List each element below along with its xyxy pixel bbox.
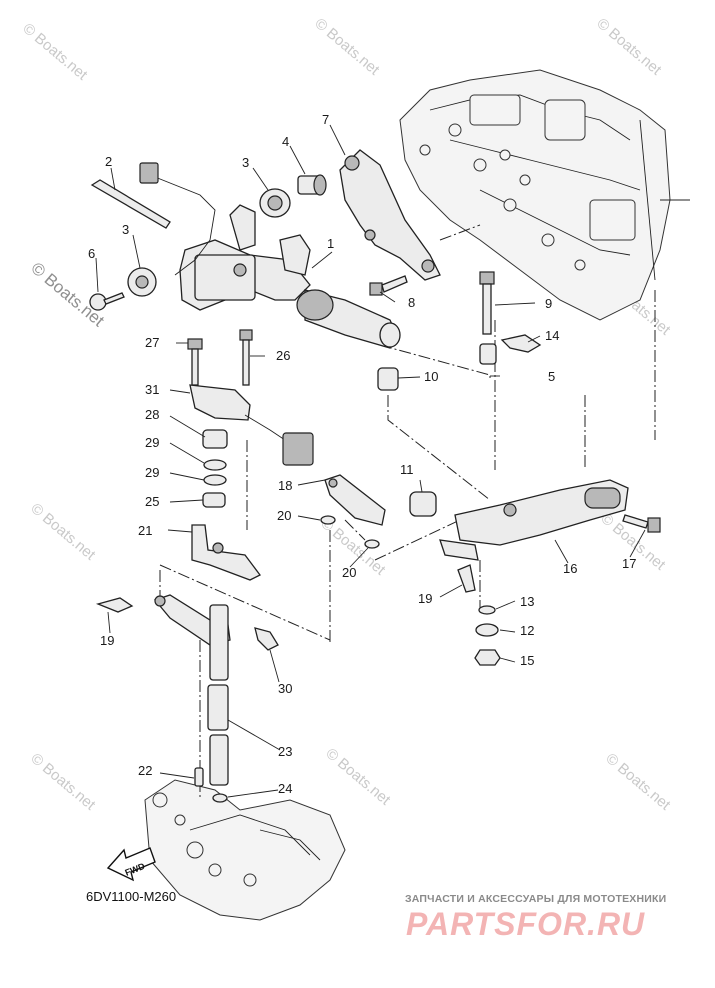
part-20-washer-a <box>320 515 336 525</box>
part-28-bushing <box>202 429 228 449</box>
part-21-lever <box>191 524 261 581</box>
callout-10: 10 <box>424 369 438 384</box>
diagram-code: 6DV1100-M260 <box>86 889 177 904</box>
callout-17: 17 <box>622 556 636 571</box>
part-3-grommet-lower-hole <box>135 275 149 289</box>
footer-brand-logo: PARTSFOR.RU <box>406 906 646 942</box>
part-11-bushing <box>409 491 437 517</box>
part-3-grommet-upper-hole <box>267 195 283 211</box>
part-5-collar <box>479 343 497 365</box>
callout-8: 8 <box>408 295 415 310</box>
callout-21: 21 <box>138 523 152 538</box>
part-13-washer <box>478 605 496 615</box>
callout-14: 14 <box>545 328 559 343</box>
callout-19b: 19 <box>100 633 114 648</box>
part-15-nut <box>474 649 501 666</box>
part-17-bolt <box>622 514 661 533</box>
callout-29a: 29 <box>145 435 159 450</box>
part-29-washer-b <box>203 474 227 486</box>
watermark: © Boats.net <box>311 15 383 79</box>
part-12-washer <box>475 623 499 637</box>
part-1-bracket-assembly <box>179 204 401 349</box>
leader-lines <box>95 124 646 798</box>
part-22-pin <box>194 767 204 787</box>
part-20-washer-b <box>364 539 380 549</box>
fwd-arrow-icon: FWD <box>106 847 156 882</box>
callout-25: 25 <box>145 494 159 509</box>
part-2-cable-tie <box>90 162 216 276</box>
callouts: 1 2 3 3 4 5 6 7 8 9 10 11 12 13 14 15 16… <box>88 112 636 796</box>
part-4-collar <box>297 174 327 196</box>
callout-26: 26 <box>276 348 290 363</box>
callout-3a: 3 <box>122 222 129 237</box>
callout-7: 7 <box>322 112 329 127</box>
footer-tagline: ЗАПЧАСТИ И АКСЕССУАРЫ ДЛЯ МОТОТЕХНИКИ <box>405 893 667 905</box>
callout-15: 15 <box>520 653 534 668</box>
callout-20a: 20 <box>277 508 291 523</box>
part-25-bushing <box>202 492 226 508</box>
callout-27: 27 <box>145 335 159 350</box>
part-27-bolt <box>187 338 203 386</box>
callout-31: 31 <box>145 382 159 397</box>
part-29-washer-a <box>203 459 227 471</box>
lower-bracket <box>144 779 346 921</box>
parts <box>89 149 661 803</box>
part-19-clip-right <box>457 564 476 593</box>
part-24-ring <box>212 793 228 803</box>
callout-19a: 19 <box>418 591 432 606</box>
callout-20b: 20 <box>342 565 356 580</box>
callout-3b: 3 <box>242 155 249 170</box>
part-8-bolt <box>369 275 408 296</box>
callout-23: 23 <box>278 744 292 759</box>
callout-12: 12 <box>520 623 534 638</box>
part-6-bolt <box>89 292 125 311</box>
watermark: © Boats.net <box>602 750 674 814</box>
part-23-shift-shaft <box>207 604 229 786</box>
callout-11: 11 <box>400 462 414 477</box>
watermark: © Boats.net <box>593 15 665 79</box>
callout-4: 4 <box>282 134 289 149</box>
part-18-link <box>324 474 386 526</box>
watermark: © Boats.net <box>322 745 394 809</box>
callout-22: 22 <box>138 763 152 778</box>
part-16-shift-arm <box>439 479 629 561</box>
part-31-switch <box>189 384 314 466</box>
callout-9: 9 <box>545 296 552 311</box>
part-19-clip-left <box>95 597 134 613</box>
watermark: © Boats.net <box>27 500 99 564</box>
part-10-bushing <box>377 367 399 391</box>
part-26-bolt <box>239 329 253 386</box>
part-30-clip <box>254 627 279 651</box>
part-7-bracket <box>339 149 441 281</box>
callout-5: 5 <box>548 369 555 384</box>
callout-13: 13 <box>520 594 534 609</box>
callout-30: 30 <box>278 681 292 696</box>
callout-2: 2 <box>105 154 112 169</box>
callout-28: 28 <box>145 407 159 422</box>
part-14-clip <box>500 334 542 353</box>
callout-29b: 29 <box>145 465 159 480</box>
part-9-bolt <box>479 271 495 335</box>
callout-16: 16 <box>563 561 577 576</box>
callout-1: 1 <box>327 236 334 251</box>
watermark: © Boats.net <box>19 20 91 84</box>
callout-24: 24 <box>278 781 292 796</box>
engine-block <box>399 69 690 321</box>
callout-6: 6 <box>88 246 95 261</box>
callout-18: 18 <box>278 478 292 493</box>
watermark: © Boats.net <box>27 750 99 814</box>
